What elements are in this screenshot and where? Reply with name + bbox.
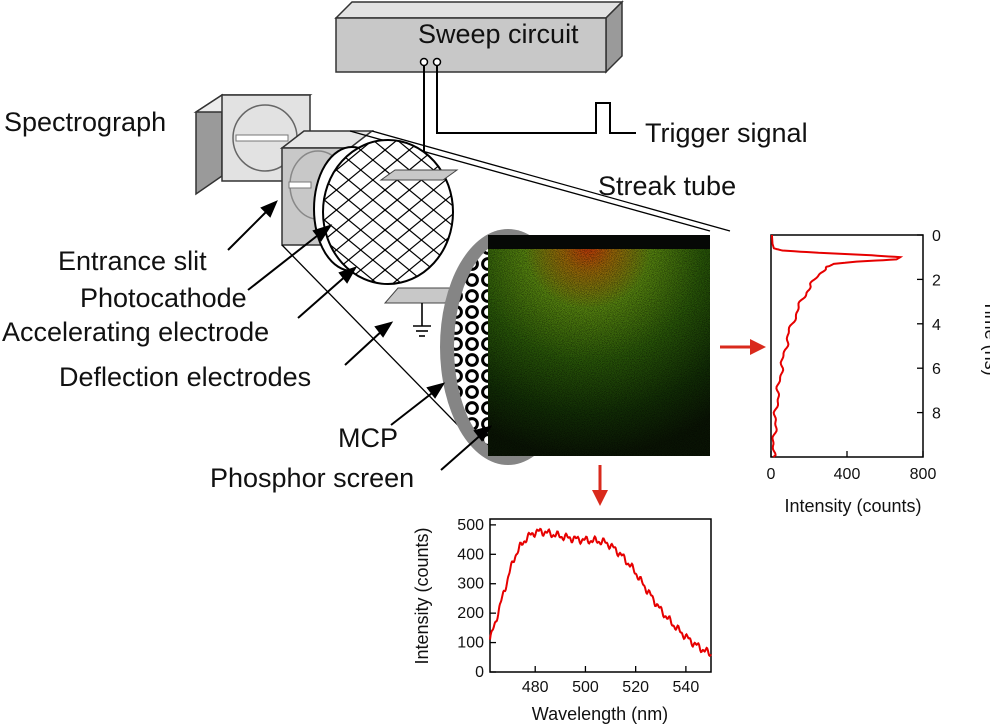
trigger-signal-label: Trigger signal <box>645 118 808 148</box>
mcp-label: MCP <box>338 423 398 453</box>
accelerating-electrode-arrow <box>297 266 358 319</box>
sweep-circuit-label: Sweep circuit <box>418 19 579 49</box>
time-plot-frame <box>770 234 924 458</box>
spectrum-x-tick-label: 500 <box>572 679 599 696</box>
time-y-tick-label: 8 <box>932 406 941 423</box>
entrance-slit-label: Entrance slit <box>58 246 207 276</box>
spectrum-x-tick-label: 480 <box>522 679 549 696</box>
entrance-slit-arrow <box>227 200 278 251</box>
spectrum-y-tick-label: 200 <box>457 605 484 622</box>
red-arrow-right <box>720 339 766 355</box>
phosphor-screen-label: Phosphor screen <box>210 463 414 493</box>
spectrum-x-axis-title: Wavelength (nm) <box>532 704 668 724</box>
streak-tube-label: Streak tube <box>598 171 736 201</box>
deflection-electrodes-arrow <box>344 321 394 366</box>
spectrum-y-tick-label: 0 <box>475 664 484 681</box>
pointer-arrows <box>227 200 493 471</box>
deflection-electrodes-label: Deflection electrodes <box>59 362 311 392</box>
spectrum-y-tick-label: 100 <box>457 635 484 652</box>
time-y-tick-label: 6 <box>932 361 941 378</box>
time-y-tick-label: 4 <box>932 317 941 334</box>
accelerating-electrode-label: Accelerating electrode <box>2 317 269 347</box>
sweep-circuit-box <box>334 0 624 74</box>
spectrum-chart: 480 500 520 540 0 100 200 300 400 500 Wavelength … <box>412 517 712 724</box>
spectrum-series-line <box>489 527 712 658</box>
phosphor-screen-image <box>488 235 710 456</box>
red-arrow-down <box>592 465 608 506</box>
ground-symbol <box>413 303 431 337</box>
photocathode-label: Photocathode <box>80 283 247 313</box>
photocathode-arrow <box>247 224 333 291</box>
time-x-tick-label: 400 <box>834 466 861 483</box>
trigger-wire <box>436 65 636 134</box>
time-series-line <box>771 235 904 458</box>
spectrum-y-tick-label: 300 <box>457 576 484 593</box>
time-y-tick-label: 0 <box>932 228 941 245</box>
time-y-axis-title: Time (ns) <box>981 300 990 375</box>
spectrum-x-tick-label: 540 <box>673 679 700 696</box>
time-x-tick-label: 0 <box>767 466 776 483</box>
spectrum-plot-frame <box>489 518 712 673</box>
spectrograph-label: Spectrograph <box>4 107 166 137</box>
time-x-tick-label: 800 <box>910 466 937 483</box>
time-x-axis-title: Intensity (counts) <box>784 496 921 516</box>
spectrum-y-axis-title: Intensity (counts) <box>412 527 432 664</box>
time-profile-chart: 0 400 800 0 2 4 6 8 Intensity (counts) Time (ns… <box>767 228 990 516</box>
spectrum-x-tick-label: 520 <box>622 679 649 696</box>
mcp-arrow <box>390 382 446 426</box>
spectrum-y-tick-label: 500 <box>457 517 484 534</box>
time-y-tick-label: 2 <box>932 272 941 289</box>
phosphor-screen-arrow <box>440 425 493 471</box>
upper-deflection-plate <box>379 169 459 181</box>
spectrum-y-tick-label: 400 <box>457 546 484 563</box>
